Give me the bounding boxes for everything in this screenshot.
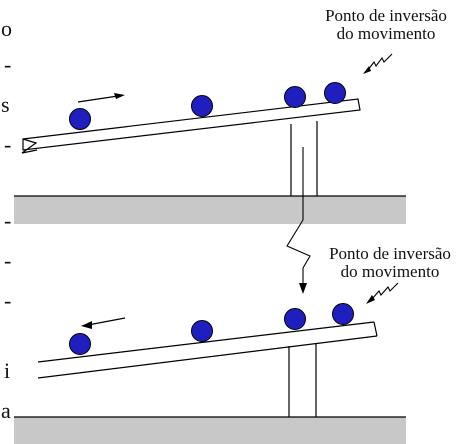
reversal-point-label-line1: Ponto de inversão	[325, 6, 447, 25]
label-pointer-arrowhead	[363, 66, 371, 74]
top-ramp-break-mark	[21, 138, 38, 154]
ball	[284, 86, 306, 108]
edge-fragment: -	[4, 288, 11, 313]
ball	[332, 303, 354, 325]
edge-fragment: i	[4, 358, 10, 383]
edge-fragment: a	[1, 398, 11, 423]
ball	[191, 320, 213, 342]
reversal-point-label-line1: Ponto de inversão	[329, 244, 451, 263]
ball	[69, 333, 91, 355]
panel-connector	[286, 147, 311, 294]
label-pointer-arrowhead	[366, 295, 375, 304]
edge-fragment: -	[4, 132, 11, 157]
bottom-floor	[14, 417, 406, 444]
label-pointer-squiggle	[367, 53, 393, 71]
ball	[324, 82, 346, 104]
edge-fragment: o	[1, 16, 12, 41]
edge-fragment: -	[4, 208, 11, 233]
edge-fragment: -	[4, 248, 11, 273]
ball	[191, 95, 213, 117]
ball	[69, 108, 91, 130]
bottom-panel: Ponto de inversão do movimento	[14, 244, 451, 444]
label-pointer-squiggle	[371, 282, 399, 300]
top-panel: Ponto de inversão do movimento	[14, 6, 447, 224]
reversal-point-label-line2: do movimento	[337, 24, 436, 43]
reversal-point-label-line2: do movimento	[341, 262, 440, 281]
left-edge-text-fragments: o - s - - - - i a	[1, 16, 12, 423]
edge-fragment: -	[4, 52, 11, 77]
top-ramp	[22, 98, 361, 151]
ball	[284, 308, 306, 330]
edge-fragment: s	[1, 92, 10, 117]
motion-arrow-left	[81, 317, 126, 329]
bottom-ramp	[37, 321, 378, 379]
top-floor	[14, 196, 406, 224]
motion-arrow-right	[77, 93, 125, 103]
